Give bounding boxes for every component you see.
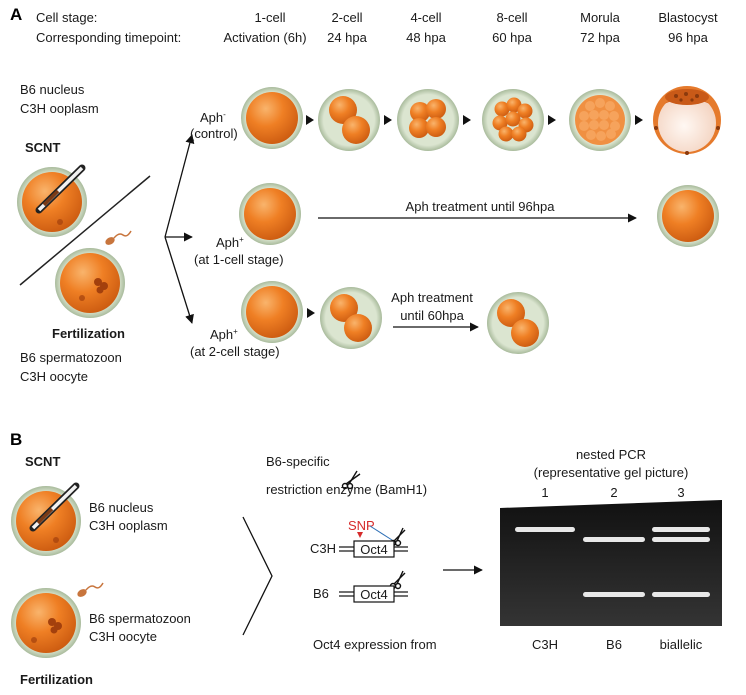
- fertilization-label: Fertilization: [52, 326, 125, 341]
- snp-pointer: [369, 525, 393, 541]
- control-2cell-embryo: [318, 89, 380, 151]
- b-fertilized-oocyte: [11, 588, 81, 658]
- divider-line: [19, 175, 151, 286]
- b-fert-desc: C3H oocyte: [89, 629, 157, 644]
- scnt-label: SCNT: [25, 140, 60, 155]
- fert-desc: B6 spermatozoon: [20, 350, 122, 365]
- aph2-treatment-label: until 60hpa: [400, 308, 464, 323]
- scnt-desc: B6 nucleus: [20, 82, 85, 97]
- b6-gene-label: Oct4: [360, 587, 387, 602]
- b-scnt-label: SCNT: [25, 454, 60, 469]
- fertilized-oocyte: [55, 248, 125, 318]
- aph2-arrested-embryo: [487, 292, 549, 354]
- aph1-sublabel: (at 1-cell stage): [194, 252, 284, 267]
- control-sublabel: (control): [190, 126, 238, 141]
- aph1-1cell-embryo: [239, 183, 301, 245]
- gel-title: nested PCR: [576, 447, 646, 462]
- timepoint-label: 72 hpa: [580, 30, 621, 45]
- timepoint-label: 96 hpa: [668, 30, 709, 45]
- b-scnt-oocyte: [11, 482, 81, 556]
- control-4cell-embryo: [397, 89, 459, 151]
- control-label: Aph-: [200, 110, 226, 125]
- stage-label: 8-cell: [496, 10, 527, 25]
- enzyme-label: B6-specific: [266, 454, 330, 469]
- aph2-progression-arrow: [307, 308, 315, 318]
- stage-label: 1-cell: [254, 10, 285, 25]
- timepoint-header: Corresponding timepoint:: [36, 30, 181, 45]
- lane-number: 3: [677, 485, 684, 500]
- lane-number: 1: [541, 485, 548, 500]
- lane-result: C3H: [532, 637, 558, 652]
- timepoint-label: 48 hpa: [406, 30, 447, 45]
- snp-label: SNP: [348, 518, 375, 533]
- fert-desc: C3H oocyte: [20, 369, 88, 384]
- control-morula-embryo: [569, 89, 631, 151]
- stage-label: 2-cell: [331, 10, 362, 25]
- gel-band: [652, 537, 710, 542]
- gel-band: [652, 527, 710, 532]
- control-1cell-embryo: [241, 87, 303, 149]
- injection-pipette-icon: [35, 164, 86, 214]
- lane-number: 2: [610, 485, 617, 500]
- snp-marker: [357, 532, 363, 538]
- aph2-sublabel: (at 2-cell stage): [190, 344, 280, 359]
- panel-a-letter: A: [10, 5, 22, 24]
- gel-band: [652, 592, 710, 597]
- control-8cell-embryo: [482, 89, 544, 151]
- scnt-desc: C3H ooplasm: [20, 101, 99, 116]
- gel-bands: [515, 527, 710, 597]
- enzyme-label: restriction enzyme (BamH1): [266, 482, 427, 497]
- b-scnt-desc: C3H ooplasm: [89, 518, 168, 533]
- b-scnt-desc: B6 nucleus: [89, 500, 154, 515]
- control-blastocyst-embryo: [653, 86, 721, 155]
- stage-label: 4-cell: [410, 10, 441, 25]
- stage-label: Morula: [580, 10, 621, 25]
- gel-band: [583, 592, 645, 597]
- gel-band: [515, 527, 575, 532]
- gel-image: [500, 500, 722, 626]
- aph2-2cell-embryo: [320, 287, 382, 349]
- aph2-label: Aph+: [210, 327, 238, 342]
- b-fert-desc: B6 spermatozoon: [89, 611, 191, 626]
- cell-stage-header: Cell stage:: [36, 10, 97, 25]
- stage-label: Blastocyst: [658, 10, 718, 25]
- sperm-icon: [105, 230, 132, 245]
- stage-columns: 1-cell Activation (6h) 2-cell 24 hpa 4-c…: [223, 10, 718, 45]
- aph1-label: Aph+: [216, 235, 244, 250]
- c3h-gene-label: Oct4: [360, 542, 387, 557]
- lane-result: biallelic: [660, 637, 703, 652]
- b6-gene-strand: [339, 585, 408, 603]
- gel-band: [583, 537, 645, 542]
- scnt-oocyte: [17, 164, 87, 237]
- b-fertilization-label: Fertilization: [20, 672, 93, 687]
- aph2-treatment-label: Aph treatment: [391, 290, 473, 305]
- sperm-icon: [77, 582, 104, 597]
- aph1-arrested-embryo: [657, 185, 719, 247]
- scissors-icon: [341, 470, 361, 490]
- c3h-gene-strand: [339, 540, 408, 558]
- injection-pipette-icon: [29, 482, 80, 532]
- timepoint-label: Activation (6h): [223, 30, 306, 45]
- aph2-1cell-embryo: [241, 281, 303, 343]
- lane-result: B6: [606, 637, 622, 652]
- timepoint-label: 60 hpa: [492, 30, 533, 45]
- branch-arrows: [164, 134, 195, 324]
- timepoint-label: 24 hpa: [327, 30, 368, 45]
- bracket-chevron: [242, 516, 273, 636]
- c3h-allele-label: C3H: [310, 541, 336, 556]
- b6-allele-label: B6: [313, 586, 329, 601]
- expression-label: Oct4 expression from: [313, 637, 437, 652]
- gel-title: (representative gel picture): [534, 465, 689, 480]
- control-progression-arrows: [306, 115, 643, 125]
- aph1-treatment-label: Aph treatment until 96hpa: [406, 199, 556, 214]
- panel-b-letter: B: [10, 430, 22, 449]
